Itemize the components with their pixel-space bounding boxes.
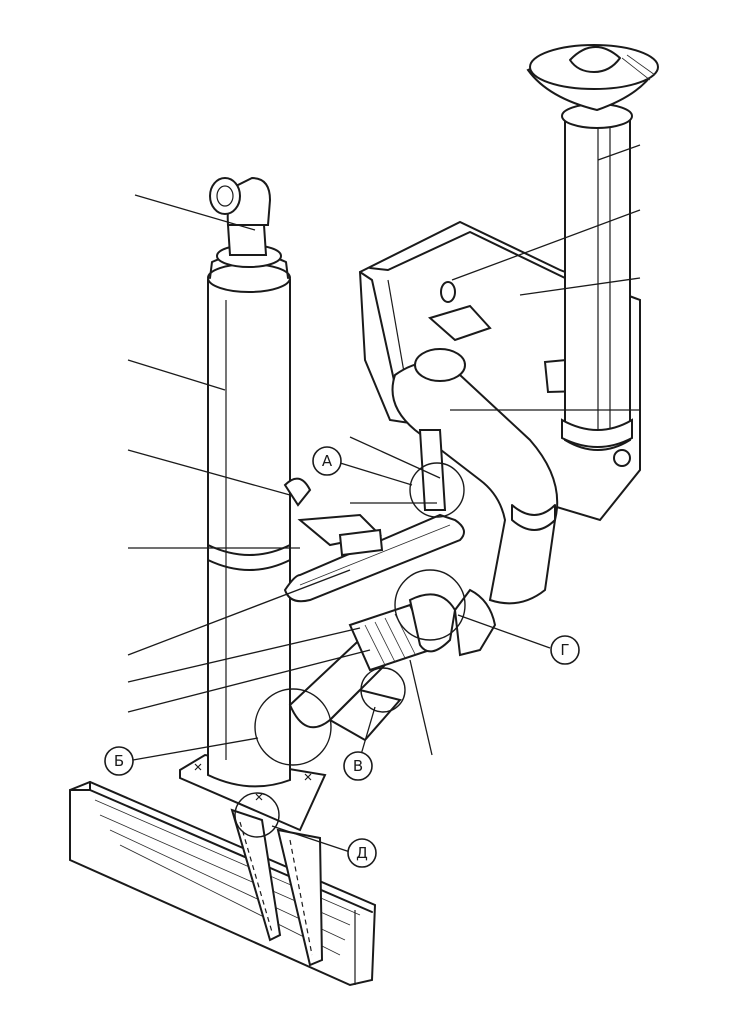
- intake-duct: [391, 348, 559, 605]
- callout-g: Г: [550, 635, 580, 665]
- callout-a: А: [312, 446, 342, 476]
- callout-b-label: Б: [114, 752, 124, 770]
- detail-circle-v: [360, 667, 406, 713]
- lower-duct: [283, 513, 465, 603]
- callout-d: Д: [347, 838, 377, 868]
- callout-a-label: А: [322, 452, 333, 470]
- detail-circles: [234, 462, 466, 838]
- detail-circle-g: [394, 569, 466, 641]
- detail-circle-b: [254, 688, 332, 766]
- callout-v: В: [343, 751, 373, 781]
- callout-v-label: В: [353, 757, 363, 775]
- air-intake-pipe: [526, 44, 659, 467]
- frame-beam: [69, 780, 377, 987]
- detail-circle-d: [234, 792, 280, 838]
- turbo-bracket: [283, 477, 384, 557]
- callout-d-label: Д: [356, 844, 368, 862]
- leader-lines: [127, 144, 641, 853]
- callout-b: Б: [104, 746, 134, 776]
- muffler-column: [207, 176, 291, 788]
- detail-circle-a: [409, 462, 465, 518]
- exhaust-pipe: [288, 588, 497, 742]
- callout-g-label: Г: [560, 641, 569, 659]
